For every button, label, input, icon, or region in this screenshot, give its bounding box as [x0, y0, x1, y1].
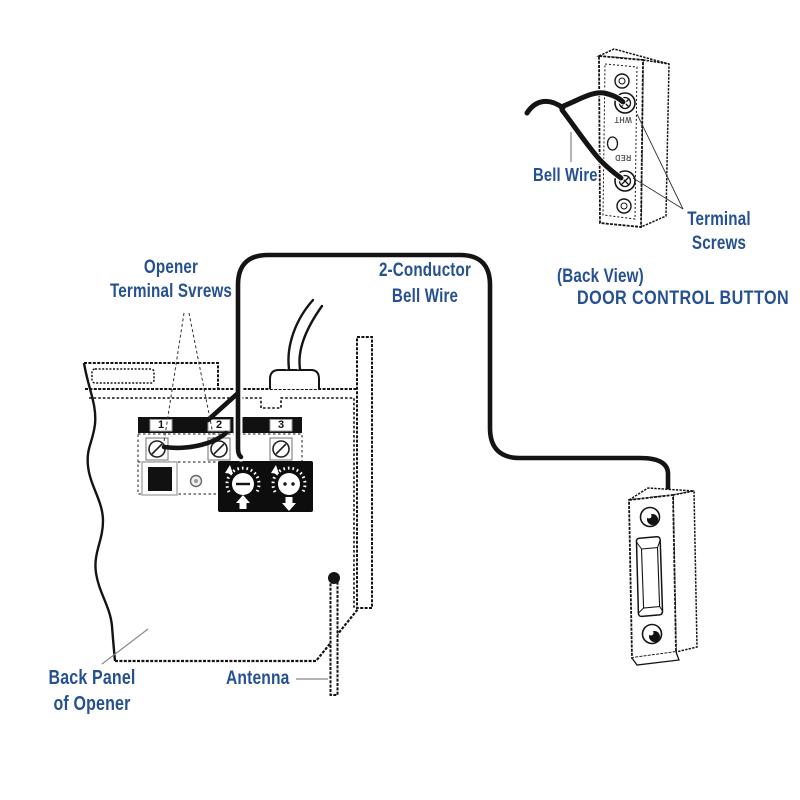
right-dial — [278, 473, 300, 495]
power-cord — [285, 298, 325, 371]
label-opener-line1: Opener — [143, 257, 199, 278]
terminal-number-3: 3 — [277, 419, 285, 431]
label-back-view: (Back View) — [557, 266, 644, 287]
back-inner-outline — [602, 63, 638, 220]
label-terminal-screws-line1: Terminal — [687, 209, 751, 230]
label-door-control-button: DOOR CONTROL BUTTON — [577, 288, 790, 309]
front-side-face — [672, 490, 698, 653]
label-terminal-screws-line2: Screws — [691, 233, 747, 254]
terminal-2-box — [207, 419, 231, 432]
label-back-panel-line2: of Opener — [53, 693, 131, 715]
label-conductor-line2: Bell Wire — [391, 286, 459, 307]
label-back-panel-of-opener: Back Panel of Opener — [32, 665, 152, 717]
dial-arrow-icon — [271, 465, 279, 474]
terminal-number-1: 1 — [157, 419, 165, 431]
terminal-1-box — [149, 419, 173, 432]
adjustment-dial-panel — [218, 461, 313, 512]
label-bell-wire: Bell Wire — [533, 164, 598, 185]
leader-lines — [101, 312, 328, 680]
label-terminal-screws: Terminal Screws — [663, 208, 775, 256]
cord-grommet — [269, 369, 320, 389]
label-opener-line2: Terminal Svrews — [109, 281, 233, 302]
panel-top-raised-edge — [84, 362, 219, 389]
back-panel-leader-line — [101, 628, 149, 665]
terminal-block — [137, 417, 313, 512]
label-conductor-line1: 2-Conductor — [378, 260, 472, 281]
opener-panel — [82, 298, 373, 696]
door-control-back-view — [523, 48, 684, 229]
label-opener-terminal-screws: Opener Terminal Svrews — [103, 256, 239, 304]
bell-wire-to-button — [523, 89, 627, 182]
front-screw-bottom — [641, 623, 663, 645]
bell-wire-main — [235, 252, 671, 491]
mount-hole-top — [614, 73, 630, 89]
screw-heads — [148, 440, 290, 458]
down-arrow-icon — [282, 497, 296, 511]
wire-marking-red: RED — [614, 153, 632, 162]
indicator-dot — [194, 479, 198, 483]
opener-screws-leader-2 — [188, 312, 215, 440]
learn-button — [148, 467, 172, 491]
push-button — [635, 536, 664, 618]
door-control-front-view — [628, 487, 698, 666]
dial-arrow-icon — [225, 465, 233, 474]
bell-wire-branch-terminal1 — [161, 430, 229, 451]
panel-wavy-left-edge — [82, 362, 117, 662]
front-bottom-lip — [631, 651, 680, 666]
front-screw-top — [639, 506, 661, 528]
mount-hole-bottom — [616, 198, 632, 214]
antenna-rod — [328, 572, 340, 696]
bell-wire-branch-terminal2 — [205, 391, 240, 423]
panel-inner-outline — [89, 397, 355, 609]
wire-marking-wht: WHT — [614, 115, 632, 124]
label-back-panel-line1: Back Panel — [48, 667, 136, 689]
label-antenna: Antenna — [226, 667, 290, 689]
terminal-3-box — [269, 419, 293, 432]
back-side-face — [640, 59, 670, 229]
back-face — [598, 55, 644, 228]
up-arrow-icon — [236, 495, 250, 509]
bell-wire-run — [161, 250, 673, 493]
label-2-conductor-bell-wire: 2-Conductor Bell Wire — [365, 258, 485, 310]
terminal-screws-leader-lines — [632, 113, 684, 210]
antenna-ball — [328, 572, 340, 584]
wire-slot — [606, 136, 619, 151]
panel-bottom-edge — [115, 608, 359, 663]
terminal-number-2: 2 — [215, 419, 223, 431]
vent-slot — [91, 368, 155, 384]
rail-bracket — [356, 336, 373, 609]
